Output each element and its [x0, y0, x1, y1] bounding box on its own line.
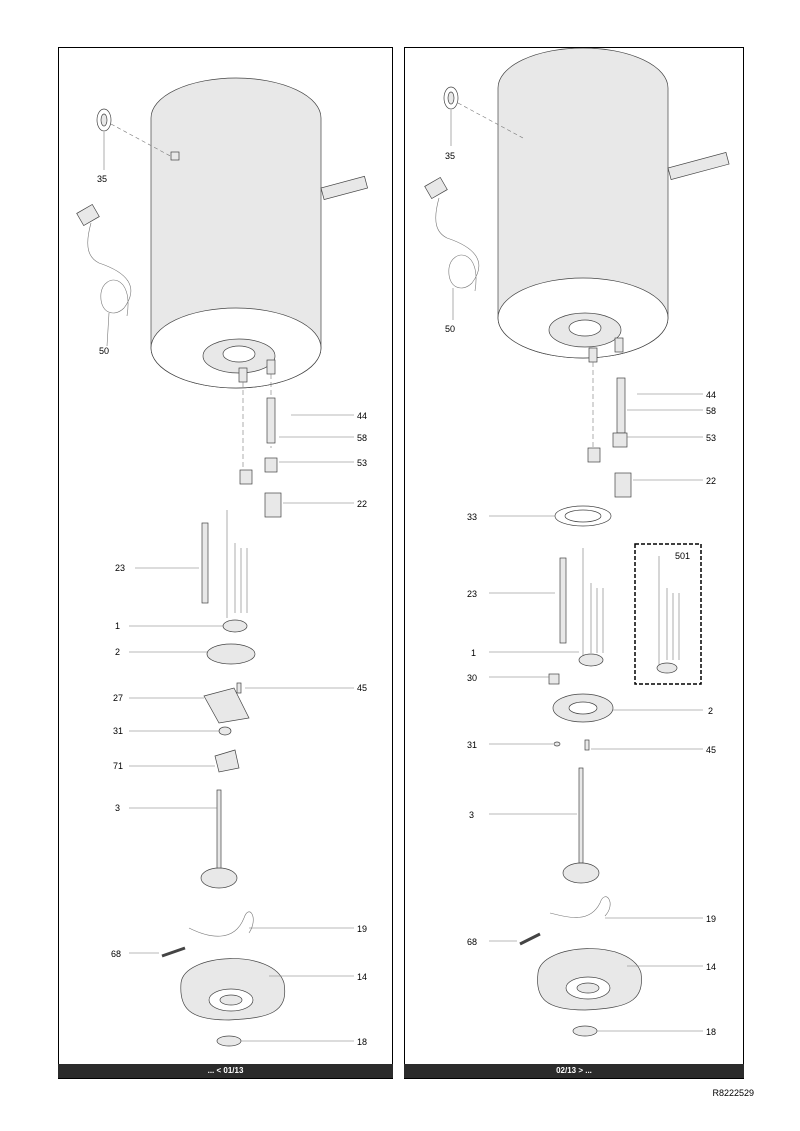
part-31-45-fittings — [489, 739, 703, 751]
part-18-ring — [572, 1025, 703, 1037]
label-1: 1 — [115, 621, 120, 631]
part-14-cover — [537, 948, 703, 1011]
label-35: 35 — [445, 151, 455, 161]
page-footer-right[interactable]: 02/13 > ... — [404, 1064, 744, 1078]
label-3: 3 — [115, 803, 120, 813]
pipe-fittings — [238, 359, 354, 518]
part-68-clip — [489, 932, 541, 946]
label-19: 19 — [706, 914, 716, 924]
label-3: 3 — [469, 810, 474, 820]
water-heater-tank — [497, 48, 730, 359]
water-heater-tank — [150, 77, 369, 389]
label-501: 501 — [675, 551, 690, 561]
exploded-view-panel-left: 35 50 44 58 53 22 23 1 2 27 45 31 71 3 1… — [58, 47, 393, 1079]
label-68: 68 — [467, 937, 477, 947]
part-27-45-bracket — [129, 682, 354, 724]
label-31: 31 — [113, 726, 123, 736]
part-18-ring — [216, 1035, 354, 1047]
label-58: 58 — [706, 406, 716, 416]
label-18: 18 — [706, 1027, 716, 1037]
part-23-1-heating-element — [489, 548, 604, 667]
label-35: 35 — [97, 174, 107, 184]
part-31-71-fittings — [129, 726, 240, 773]
label-19: 19 — [357, 924, 367, 934]
label-14: 14 — [706, 962, 716, 972]
label-50: 50 — [445, 324, 455, 334]
exploded-diagram-right: 35 50 44 58 53 22 33 501 23 1 30 2 31 45… — [424, 48, 730, 1037]
part-19-wiring — [549, 896, 703, 919]
part-50-power-cable — [424, 176, 480, 320]
label-58: 58 — [357, 433, 367, 443]
label-1: 1 — [471, 648, 476, 658]
part-2-flange — [129, 643, 256, 665]
part-68-clip — [129, 946, 186, 958]
label-2: 2 — [115, 647, 120, 657]
label-30: 30 — [467, 673, 477, 683]
label-53: 53 — [357, 458, 367, 468]
label-71: 71 — [113, 761, 123, 771]
label-45: 45 — [706, 745, 716, 755]
label-22: 22 — [706, 476, 716, 486]
document-reference: R8222529 — [712, 1088, 754, 1098]
part-501-alternative-element — [634, 543, 702, 685]
label-44: 44 — [357, 411, 367, 421]
label-22: 22 — [357, 499, 367, 509]
label-23: 23 — [115, 563, 125, 573]
pipe-fittings — [587, 337, 703, 498]
label-23: 23 — [467, 589, 477, 599]
page-footer-left[interactable]: ... < 01/13 — [58, 1064, 393, 1078]
part-35-plug — [96, 108, 180, 170]
label-27: 27 — [113, 693, 123, 703]
label-14: 14 — [357, 972, 367, 982]
exploded-view-panel-right: 35 50 44 58 53 22 33 501 23 1 30 2 31 45… — [404, 47, 744, 1079]
part-14-cover — [180, 958, 354, 1021]
label-45: 45 — [357, 683, 367, 693]
label-50: 50 — [99, 346, 109, 356]
exploded-diagram-left: 35 50 44 58 53 22 23 1 2 27 45 31 71 3 1… — [76, 77, 369, 1047]
part-2-flange — [552, 693, 703, 723]
label-18: 18 — [357, 1037, 367, 1047]
part-30-fitting — [489, 673, 560, 685]
part-33-gasket — [489, 505, 612, 527]
part-23-1-heating-element — [129, 510, 248, 633]
label-31: 31 — [467, 740, 477, 750]
part-19-wiring — [188, 911, 354, 937]
label-68: 68 — [111, 949, 121, 959]
label-44: 44 — [706, 390, 716, 400]
part-3-thermostat — [129, 789, 238, 889]
label-53: 53 — [706, 433, 716, 443]
label-33: 33 — [467, 512, 477, 522]
part-3-thermostat — [489, 767, 600, 884]
part-50-power-cable — [76, 203, 132, 347]
part-35-plug — [443, 86, 524, 146]
label-2: 2 — [708, 706, 713, 716]
